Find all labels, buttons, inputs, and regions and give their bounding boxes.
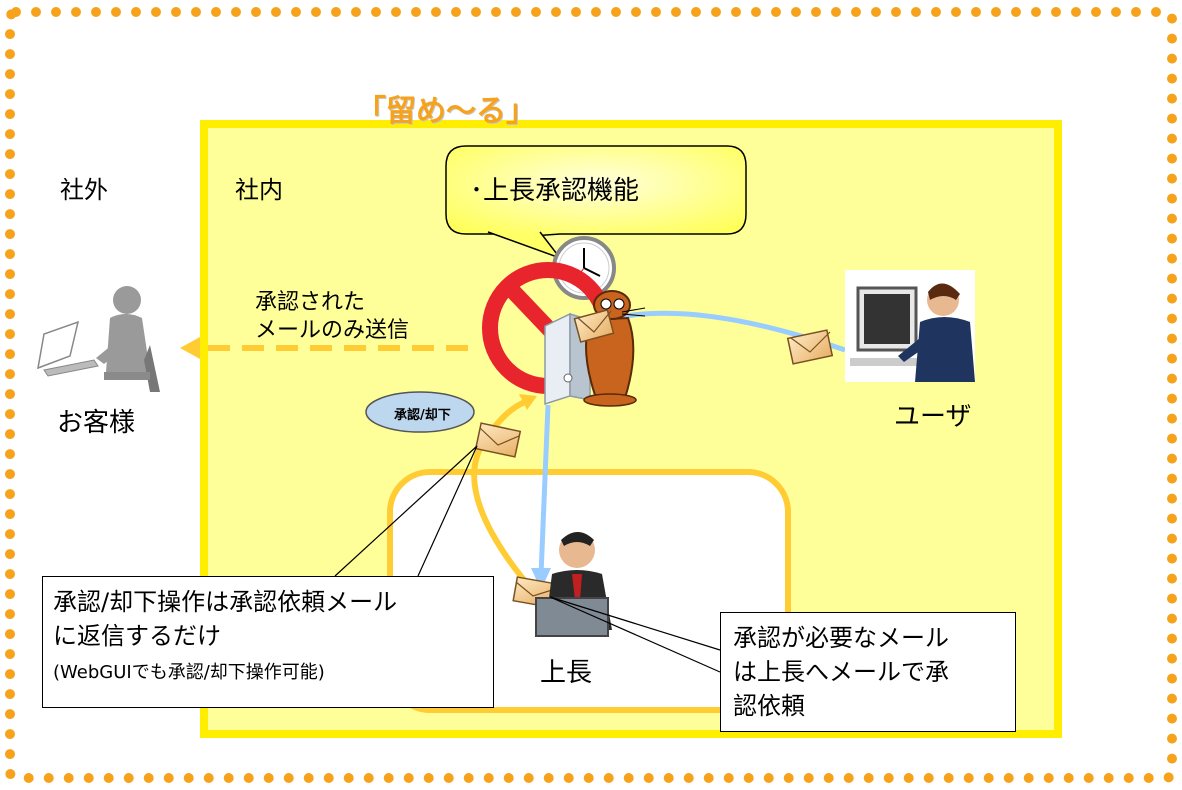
inside-zone-label: 社内 <box>235 176 283 204</box>
user-icon <box>845 270 975 382</box>
envelope-icon <box>573 309 615 343</box>
right-callout: 承認が必要なメール は上長へメールで承 認依頼 <box>720 612 1016 732</box>
dotted-border <box>5 7 1177 783</box>
envelope-icon <box>474 422 522 458</box>
server-to-boss-arrow <box>538 404 551 576</box>
customer-icon <box>37 286 160 392</box>
right-callout-line2: は上長へメールで承 <box>733 658 949 686</box>
boss-label: 上長 <box>540 658 593 688</box>
right-callout-pointer <box>549 596 721 673</box>
left-callout-note: (WebGUIでも承認/却下操作可能) <box>53 662 325 683</box>
outbound-arrow-label-line2: メールのみ送信 <box>255 318 410 343</box>
outside-zone-label: 社外 <box>60 176 108 204</box>
product-title: 「留め〜る」 <box>356 94 536 129</box>
left-callout-pointer <box>334 445 478 577</box>
user-label: ユーザ <box>894 402 972 432</box>
server-icon <box>544 312 591 406</box>
left-callout-line1: 承認/却下操作は承認依頼メール <box>53 588 398 616</box>
outbound-arrow-label-line1: 承認された <box>255 290 366 315</box>
boss-to-server-arrow <box>471 399 531 587</box>
right-callout-line1: 承認が必要なメール <box>733 624 949 652</box>
left-callout: 承認/却下操作は承認依頼メール に返信するだけ (WebGUIでも承認/却下操作… <box>42 576 494 708</box>
envelope-icon <box>786 329 834 365</box>
outbound-arrow-head <box>180 337 200 359</box>
approve-badge-label: 承認/却下 <box>394 408 451 423</box>
feature-callout-text: ･上長承認機能 <box>470 176 640 206</box>
right-callout-line3: 認依頼 <box>733 692 805 720</box>
customer-label: お客様 <box>57 408 136 438</box>
left-callout-line2: に返信するだけ <box>53 622 221 650</box>
server-to-boss-arrow-head <box>531 568 551 590</box>
boss-icon <box>535 532 612 637</box>
boss-to-server-arrow-head <box>519 394 537 410</box>
approve-badge-shape <box>365 391 475 433</box>
